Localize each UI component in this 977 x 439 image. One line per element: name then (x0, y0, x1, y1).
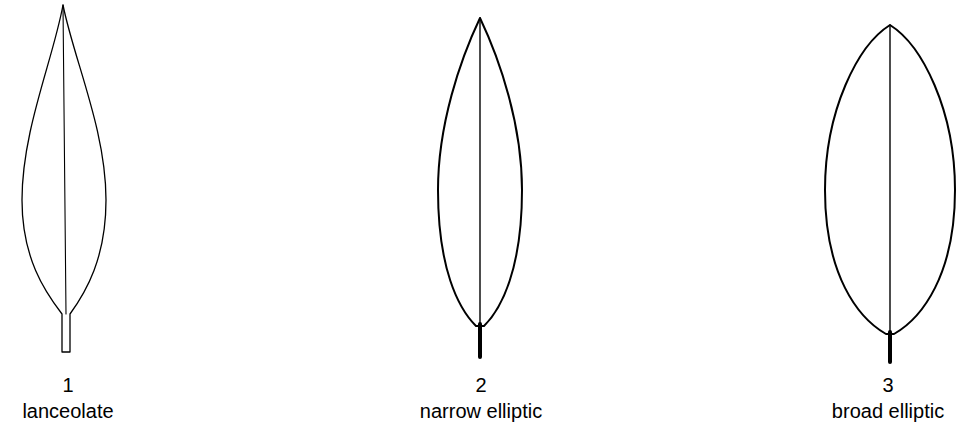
leaf-outline (22, 5, 106, 352)
leaf-petiole (478, 324, 482, 357)
shape-label: lanceolate (22, 399, 113, 423)
leaf-midrib (63, 5, 66, 314)
callout-number: 2 (475, 373, 486, 397)
shape-label: narrow elliptic (420, 399, 542, 423)
leaf-midrib (479, 18, 480, 326)
leaf-outline (438, 18, 522, 326)
shape-label: broad elliptic (832, 399, 944, 423)
leaf-petiole (888, 332, 892, 362)
leaf-midrib (889, 25, 890, 334)
leaf-outline (825, 25, 955, 334)
callout-number: 1 (62, 373, 73, 397)
callout-number: 3 (882, 373, 893, 397)
